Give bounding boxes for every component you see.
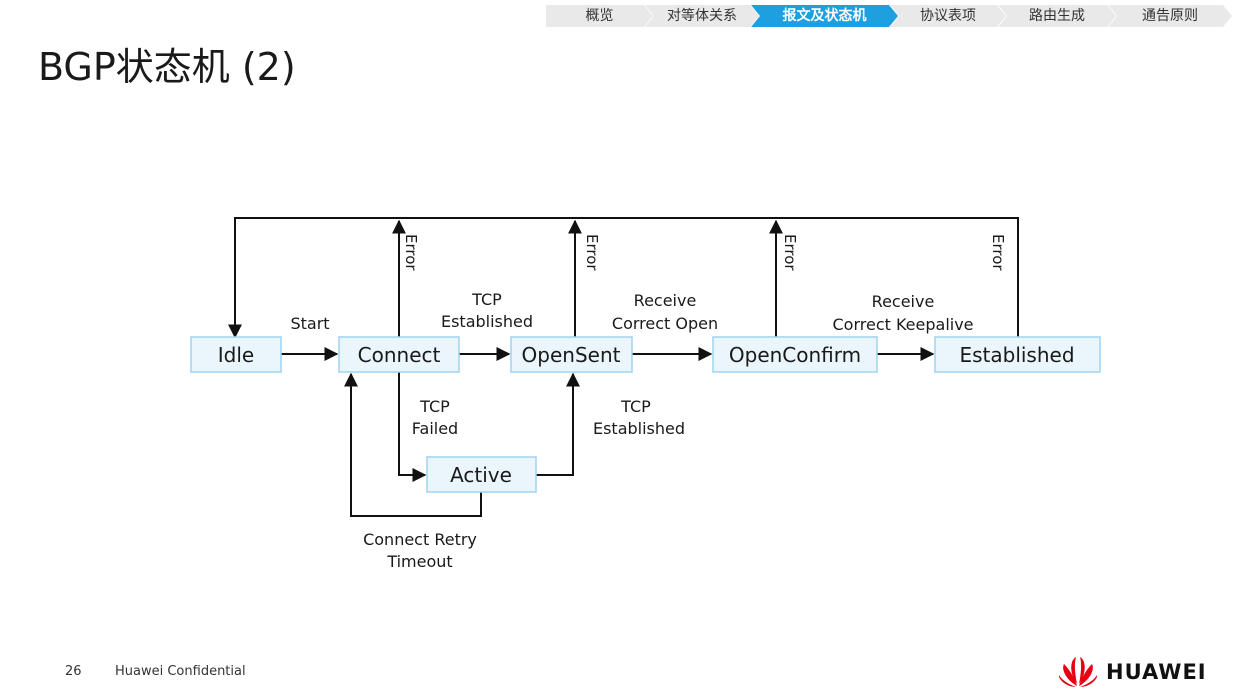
state-box-connect xyxy=(338,336,460,373)
state-label-openconfirm: OpenConfirm xyxy=(729,343,861,367)
label-error-openconfirm: Error xyxy=(781,234,799,271)
arrow-active-retry-to-connect xyxy=(344,372,482,517)
state-box-established xyxy=(934,336,1101,373)
label-tcp-established-top-line1: TCP xyxy=(471,290,502,309)
label-start: Start xyxy=(290,314,329,333)
nav-item-protocol-tables[interactable]: 协议表项 xyxy=(890,5,1006,27)
brand-name: HUAWEI xyxy=(1106,660,1207,684)
label-tcp-failed-line1: TCP xyxy=(419,397,450,416)
nav-item-route-generation[interactable]: 路由生成 xyxy=(998,5,1116,27)
label-tcp-established-top-line2: Established xyxy=(441,312,533,331)
nav-item-advertisement-rules[interactable]: 通告原则 xyxy=(1108,5,1232,27)
state-box-opensent xyxy=(510,336,633,373)
label-receive-keepalive-line2: Correct Keepalive xyxy=(832,315,973,334)
state-label-active: Active xyxy=(450,463,512,487)
label-receive-open-line1: Receive xyxy=(634,291,697,310)
arrow-connect-to-active xyxy=(398,372,427,482)
label-error-connect: Error xyxy=(402,234,420,271)
top-navigation: 概览 对等体关系 报文及状态机 协议表项 路由生成 通告原则 xyxy=(546,5,1232,27)
nav-item-peer-relationship[interactable]: 对等体关系 xyxy=(645,5,759,27)
label-retry-timeout-line2: Timeout xyxy=(386,552,452,571)
label-receive-open-line2: Correct Open xyxy=(612,314,718,333)
label-error-opensent: Error xyxy=(583,234,601,271)
state-label-established: Established xyxy=(959,343,1074,367)
label-tcp-established-bottom-line2: Established xyxy=(593,419,685,438)
label-error-established: Error xyxy=(989,234,1007,271)
error-bus-top xyxy=(228,217,1019,339)
label-tcp-failed-line2: Failed xyxy=(412,419,458,438)
page-title: BGP状态机 (2) xyxy=(38,45,296,89)
label-tcp-established-bottom-line1: TCP xyxy=(620,397,651,416)
state-label-connect: Connect xyxy=(358,343,441,367)
state-box-openconfirm xyxy=(712,336,878,373)
confidential-label: Huawei Confidential xyxy=(115,664,246,679)
huawei-logo: HUAWEI xyxy=(1058,654,1208,688)
nav-item-messages-state-machine[interactable]: 报文及状态机 xyxy=(751,5,898,27)
nav-item-overview[interactable]: 概览 xyxy=(546,5,653,27)
huawei-flower-icon xyxy=(1058,657,1098,687)
state-label-opensent: OpenSent xyxy=(522,343,621,367)
state-label-idle: Idle xyxy=(218,343,254,367)
state-box-idle xyxy=(190,336,282,373)
state-box-active xyxy=(426,456,537,493)
label-retry-timeout-line1: Connect Retry xyxy=(363,530,477,549)
arrow-active-to-opensent xyxy=(536,372,580,476)
page-number: 26 xyxy=(65,664,82,679)
label-receive-keepalive-line1: Receive xyxy=(872,292,935,311)
